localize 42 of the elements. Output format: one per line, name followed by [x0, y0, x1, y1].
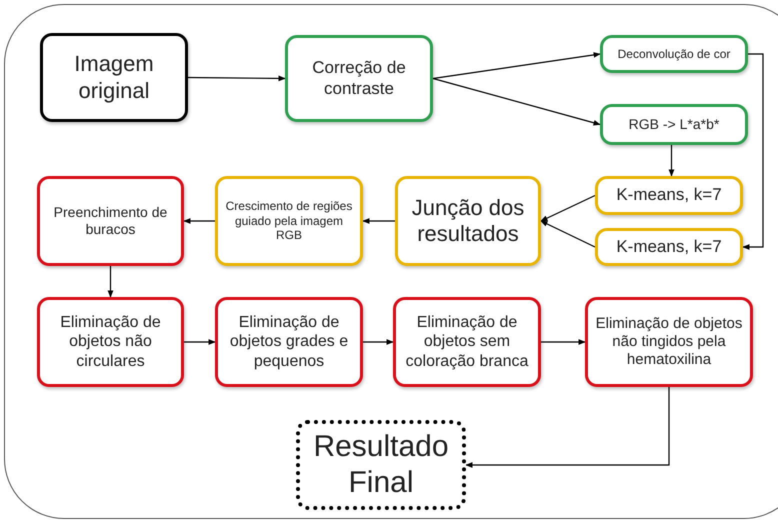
- arrow: [362, 218, 395, 224]
- box-label: Eliminação de objetos não circulares: [59, 313, 162, 371]
- process-box: [215, 176, 363, 266]
- box-label: RGB -> L*a*b*: [628, 116, 720, 133]
- process-box: [600, 35, 748, 73]
- process-box: [600, 104, 748, 145]
- arrow: [183, 218, 215, 224]
- box-label: Junção dos resultados: [410, 194, 526, 248]
- input-box: [40, 33, 188, 122]
- process-box: [585, 297, 753, 387]
- arrow: [541, 339, 586, 345]
- arrow: [432, 52, 601, 80]
- process-box: [595, 228, 743, 266]
- box-label: Imagem original: [73, 51, 155, 104]
- process-box: [37, 176, 184, 266]
- process-box: [285, 35, 433, 122]
- arrow: [668, 145, 674, 177]
- box-label: K-means, k=7: [616, 185, 722, 206]
- process-box: [595, 176, 743, 215]
- arrow: [188, 76, 286, 82]
- process-box: [37, 297, 184, 387]
- arrow: [742, 53, 764, 250]
- process-box: [393, 297, 541, 387]
- box-label: Crescimento de regiões guiado pela imagem RGB: [224, 199, 354, 243]
- arrow: [432, 78, 601, 126]
- box-label: Correção de contraste: [311, 58, 407, 99]
- process-box: [395, 176, 541, 266]
- box-label: Eliminação de objetos não tingidos pela hematoxilina: [594, 315, 744, 369]
- arrow: [184, 339, 216, 345]
- box-label: Eliminação de objetos sem coloração branca: [404, 313, 530, 371]
- arrow: [108, 266, 114, 298]
- box-label: Preenchimento de buracos: [52, 204, 168, 238]
- result-box: [296, 420, 466, 510]
- box-label: K-means, k=7: [616, 236, 722, 258]
- box-label: Eliminação de objetos grades e pequenos: [228, 313, 350, 371]
- process-box: [215, 297, 363, 387]
- arrow: [540, 194, 596, 222]
- arrow: [540, 220, 596, 248]
- arrow: [363, 339, 394, 345]
- arrow: [465, 387, 670, 468]
- box-label: Resultado Final: [312, 429, 450, 501]
- box-label: Deconvolução de cor: [618, 46, 730, 62]
